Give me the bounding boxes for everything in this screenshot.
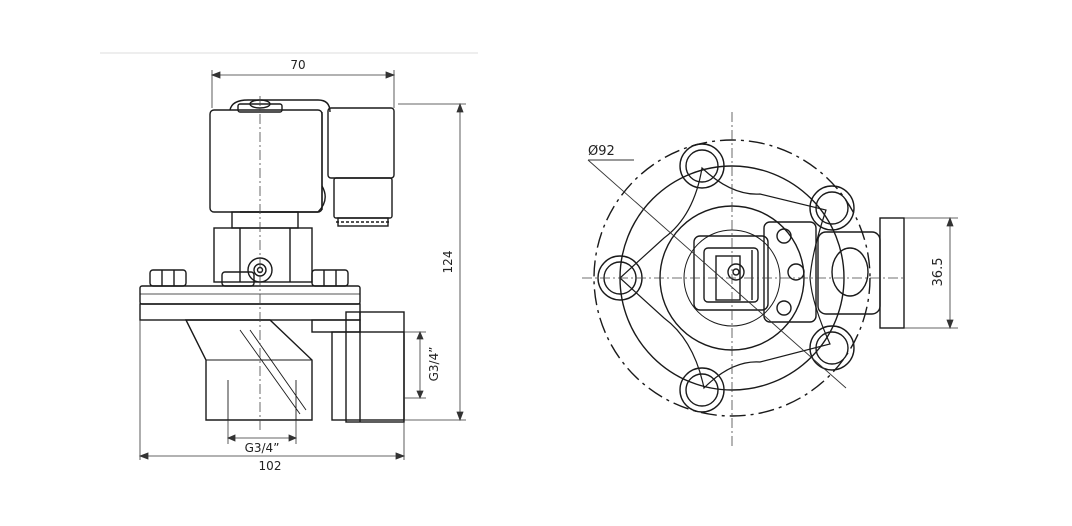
- dim-flange-36-5: 36.5: [931, 258, 946, 287]
- connector-plug: [327, 107, 395, 227]
- valve-body: [184, 319, 313, 421]
- cover-star: [619, 166, 831, 390]
- dim-width-70: 70: [290, 58, 305, 72]
- mounting-bracket: [763, 217, 905, 329]
- solenoid-coil: [209, 99, 331, 213]
- outlet-port: [331, 311, 405, 423]
- side-view: [100, 52, 478, 432]
- dim-length-102: 102: [259, 459, 282, 473]
- side-dimensions: [138, 70, 466, 460]
- dim-diameter-92: Ø92: [588, 144, 615, 159]
- cover-flange: [139, 285, 361, 333]
- dim-height-124: 124: [441, 251, 455, 274]
- pilot-block: [693, 235, 769, 311]
- top-dimensions: [904, 216, 958, 330]
- diameter-leader: [587, 159, 847, 389]
- top-view: [582, 112, 906, 446]
- dim-outlet-thread: G3/4”: [427, 347, 441, 382]
- bolt-heads: [149, 269, 349, 287]
- dim-inlet-thread: G3/4”: [245, 441, 280, 455]
